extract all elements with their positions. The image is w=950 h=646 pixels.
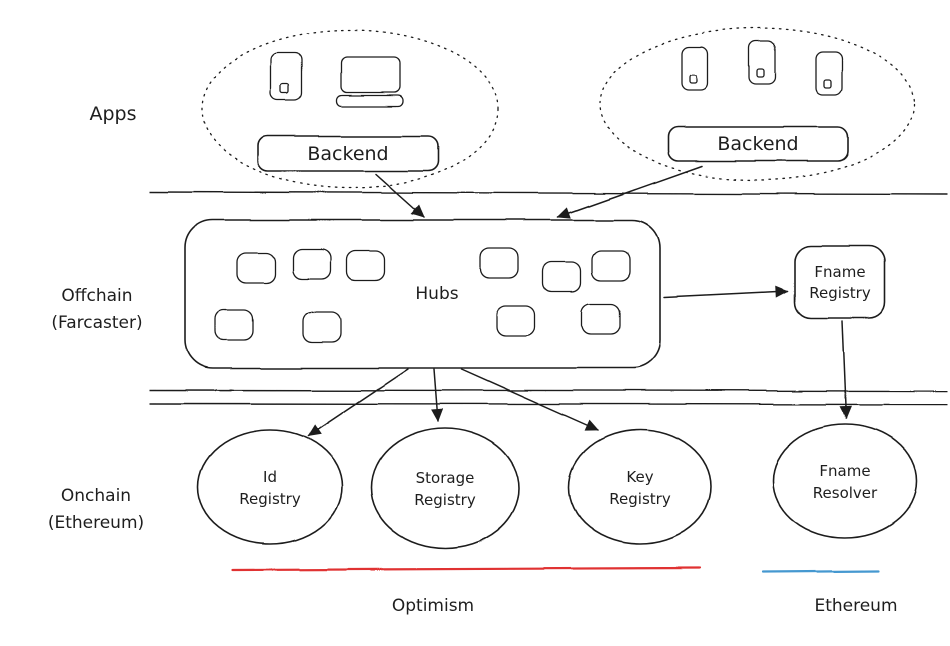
backend-node-right	[667, 126, 849, 162]
hub-peer-node	[236, 252, 276, 284]
layer-divider-middle-upper	[149, 389, 948, 392]
id-registry-label-line2: Registry	[239, 490, 301, 508]
backend-right-label: Backend	[717, 133, 798, 155]
phone-button	[280, 83, 290, 94]
hub-peer-node	[302, 311, 342, 343]
fname-registry-label-line1: Fname	[814, 263, 865, 281]
hub-peer-node	[479, 247, 519, 279]
arrow-fname-registry-to-fname-resolver	[839, 320, 852, 419]
apps-left-group-boundary	[201, 29, 499, 189]
arrow-hubs-to-fname-registry	[663, 285, 789, 298]
hub-peer-node	[591, 250, 631, 282]
arrow-hubs-to-id-registry	[307, 368, 409, 437]
arrow-backend-right-to-hubs	[557, 165, 703, 219]
key-registry-label-line2: Registry	[609, 490, 671, 508]
layer-label-onchain-line2: (Ethereum)	[48, 513, 144, 533]
phone-body	[815, 51, 843, 96]
diagram-shapes	[149, 27, 948, 574]
hubs-container	[184, 219, 661, 369]
phone-button	[823, 79, 832, 89]
fname-registry-label-line2: Registry	[809, 284, 871, 302]
layer-label-onchain-line1: Onchain	[61, 486, 131, 506]
storage-registry-label-line2: Registry	[414, 491, 476, 509]
backend-node-left	[257, 135, 439, 172]
layer-divider-middle-lower	[149, 402, 948, 406]
hub-peer-node	[581, 303, 621, 335]
phone-body	[681, 46, 709, 91]
id-registry-node	[197, 429, 343, 545]
key-registry-node	[568, 429, 712, 545]
diagram-labels: Apps Offchain (Farcaster) Onchain (Ether…	[48, 103, 898, 616]
fname-resolver-label-line1: Fname	[819, 462, 870, 480]
key-registry-label-line1: Key	[626, 468, 653, 486]
fname-resolver-label-line2: Resolver	[813, 484, 878, 502]
layer-label-offchain-line1: Offchain	[61, 286, 132, 306]
arrow-hubs-to-storage-registry	[431, 368, 444, 422]
apps-right-group-boundary	[599, 27, 915, 181]
phone-body	[270, 52, 303, 101]
hub-peer-node	[346, 250, 386, 282]
fname-registry-node	[794, 245, 886, 319]
storage-registry-label-line1: Storage	[416, 469, 475, 487]
layer-label-apps: Apps	[89, 103, 136, 125]
phone-button	[689, 74, 698, 84]
hub-peer-node	[542, 261, 582, 293]
storage-registry-node	[370, 427, 520, 549]
arrow-backend-left-to-hubs	[375, 173, 425, 218]
phone-icon	[681, 46, 709, 91]
hub-peer-node	[292, 248, 332, 280]
phone-icon	[270, 52, 303, 101]
laptop-base	[336, 94, 404, 107]
arrow-hubs-to-key-registry	[460, 368, 599, 431]
id-registry-label-line1: Id	[263, 468, 277, 486]
optimism-label: Optimism	[392, 596, 474, 616]
layer-label-offchain-line2: (Farcaster)	[51, 313, 142, 333]
ethereum-label: Ethereum	[814, 596, 897, 616]
fname-resolver-node	[772, 423, 918, 539]
phone-icon	[815, 51, 843, 96]
phone-body	[748, 40, 776, 85]
layer-divider-top	[149, 191, 948, 195]
optimism-underline	[231, 566, 702, 572]
laptop-screen	[340, 56, 401, 93]
hubs-label: Hubs	[415, 284, 458, 304]
laptop-icon	[336, 56, 404, 107]
phone-button	[756, 68, 765, 78]
ethereum-underline	[761, 569, 881, 574]
phone-icon	[748, 40, 776, 85]
backend-left-label: Backend	[307, 143, 388, 165]
hub-peer-node	[496, 305, 536, 337]
hub-peer-node	[214, 309, 254, 341]
